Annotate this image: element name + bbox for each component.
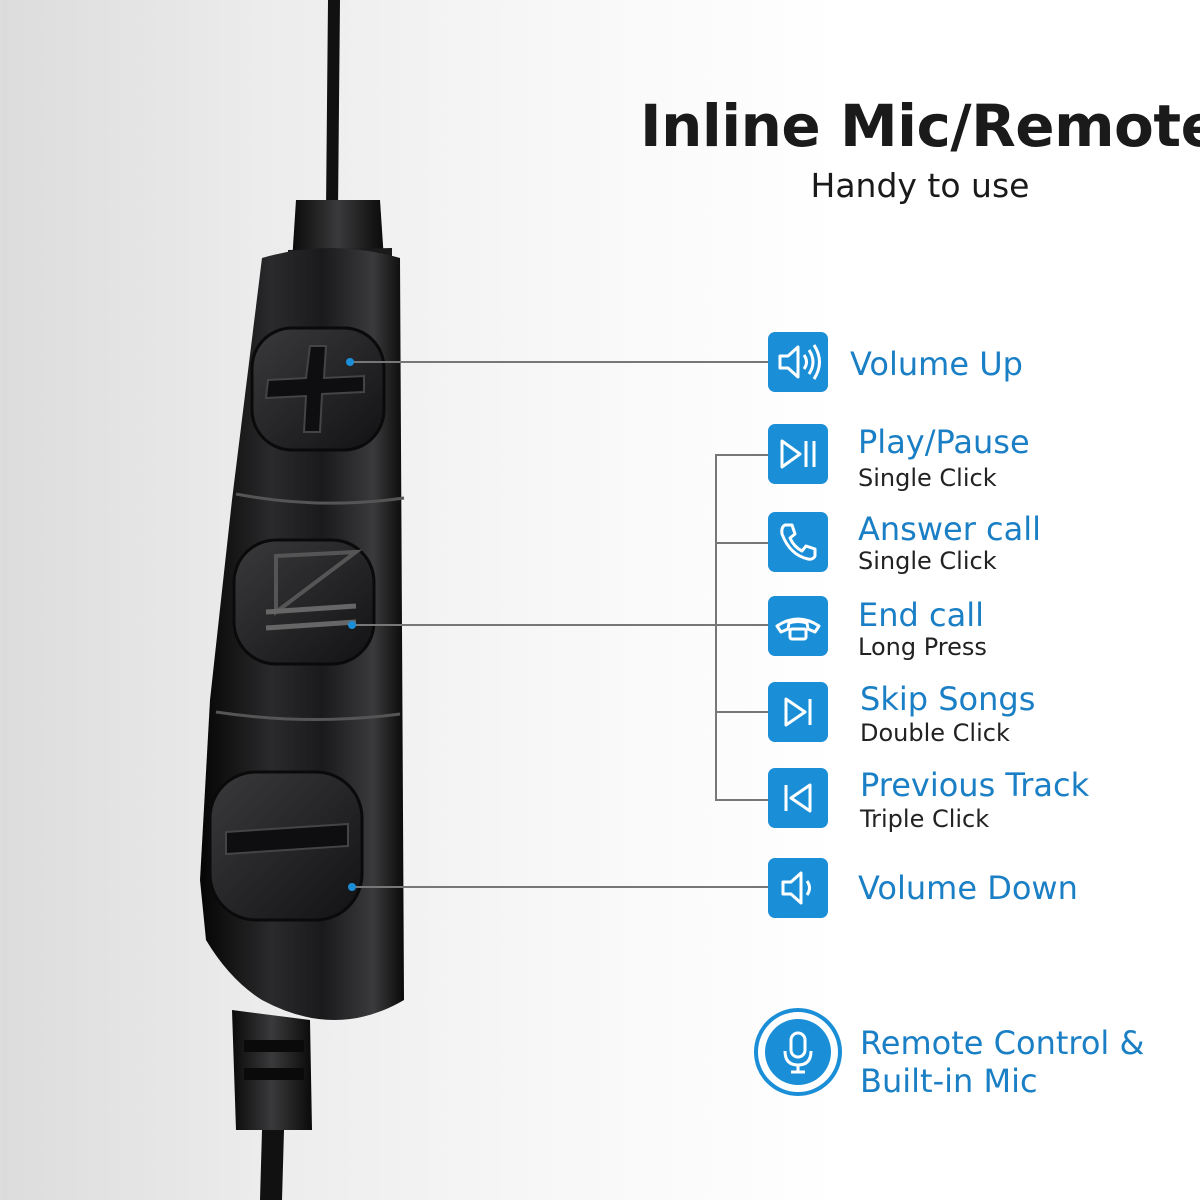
feature-label-skip-songs: Skip Songs	[860, 680, 1036, 718]
volume-down-button[interactable]	[208, 770, 364, 922]
hang-up-icon	[768, 596, 828, 656]
skip-next-icon	[768, 682, 828, 742]
feature-label-previous-track: Previous Track	[860, 766, 1090, 804]
feature-label-volume-up: Volume Up	[850, 345, 1023, 383]
skip-previous-icon	[768, 768, 828, 828]
footer-line-2: Built-in Mic	[860, 1062, 1038, 1100]
feature-label-volume-down: Volume Down	[858, 869, 1078, 907]
feature-label-end-call: End call	[858, 596, 984, 634]
feature-detail-play-pause: Single Click	[858, 464, 997, 492]
page-title: Inline Mic/Remote	[640, 92, 1200, 160]
bottom-cable	[260, 1130, 284, 1200]
feature-detail-end-call: Long Press	[858, 633, 987, 661]
footer-line-1: Remote Control &	[860, 1024, 1145, 1062]
feature-label-play-pause: Play/Pause	[858, 423, 1030, 461]
top-strain-relief	[292, 200, 384, 262]
phone-icon	[768, 512, 828, 572]
top-cable	[326, 0, 340, 210]
microphone-badge	[754, 1008, 842, 1096]
volume-down-icon	[768, 858, 828, 918]
volume-up-button[interactable]	[250, 326, 386, 452]
feature-detail-answer-call: Single Click	[858, 547, 997, 575]
connector-lines	[350, 361, 768, 888]
feature-detail-skip-songs: Double Click	[860, 719, 1010, 747]
volume-up-icon	[768, 332, 828, 392]
play-pause-icon	[768, 424, 828, 484]
feature-label-answer-call: Answer call	[858, 510, 1042, 548]
microphone-icon	[765, 1019, 831, 1085]
multifunction-button[interactable]	[232, 538, 376, 666]
page-subtitle: Handy to use	[810, 166, 1030, 205]
feature-detail-previous-track: Triple Click	[860, 805, 990, 833]
